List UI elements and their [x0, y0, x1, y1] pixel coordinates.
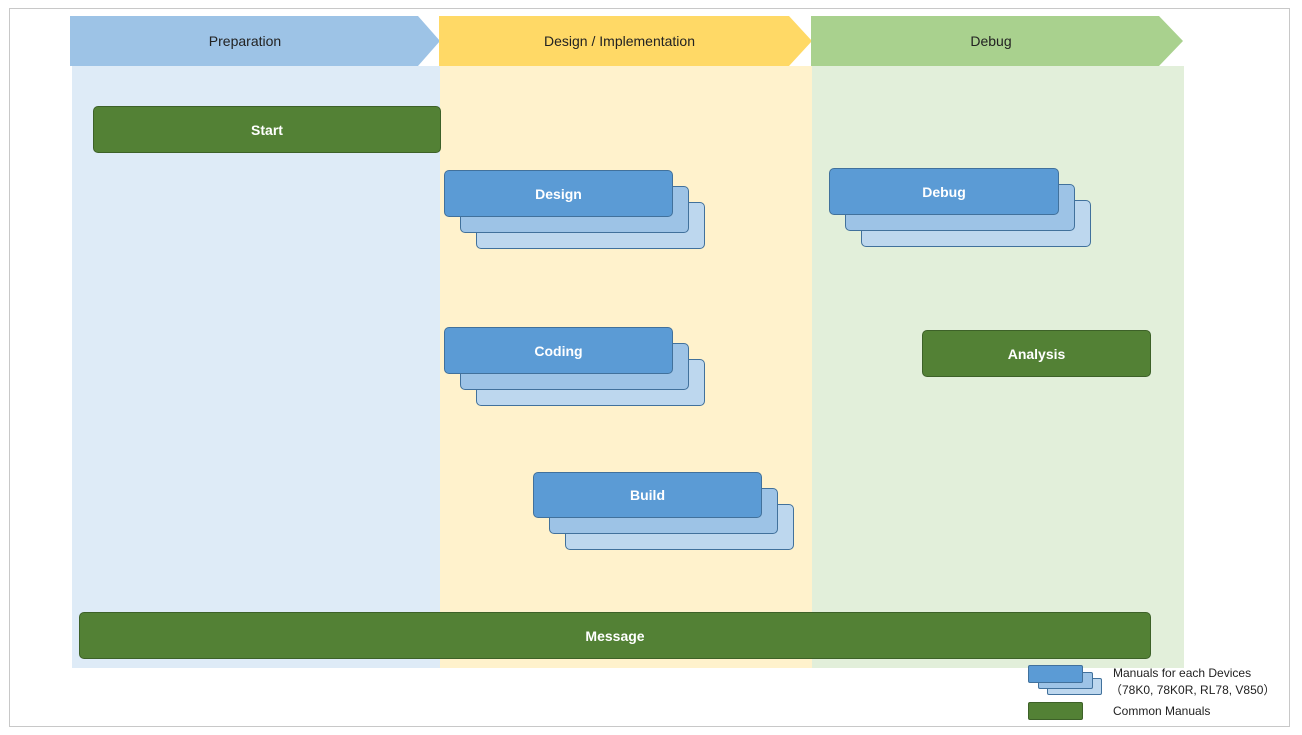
message-button[interactable]: Message	[79, 612, 1151, 659]
legend-device-label-line2: （78K0, 78K0R, RL78, V850）	[1110, 683, 1276, 697]
legend-device-label-line1: Manuals for each Devices	[1113, 666, 1252, 680]
legend-device-swatch	[1028, 665, 1083, 683]
phase-label-preparation: Preparation	[208, 33, 282, 49]
build-button[interactable]: Build	[533, 472, 762, 518]
start-button[interactable]: Start	[93, 106, 441, 153]
design-button[interactable]: Design	[444, 170, 673, 217]
phase-arrow-preparation: Preparation	[70, 16, 440, 66]
legend-common-label: Common Manuals	[1113, 704, 1211, 718]
debug-button[interactable]: Debug	[829, 168, 1059, 215]
phase-label-design: Design / Implementation	[544, 33, 695, 49]
phase-arrow-debug: Debug	[811, 16, 1183, 66]
preparation-lane	[72, 66, 440, 668]
phase-arrow-design: Design / Implementation	[439, 16, 812, 66]
coding-button[interactable]: Coding	[444, 327, 673, 374]
analysis-button[interactable]: Analysis	[922, 330, 1151, 377]
legend-common-swatch	[1028, 702, 1083, 720]
phase-label-debug: Debug	[970, 33, 1012, 49]
